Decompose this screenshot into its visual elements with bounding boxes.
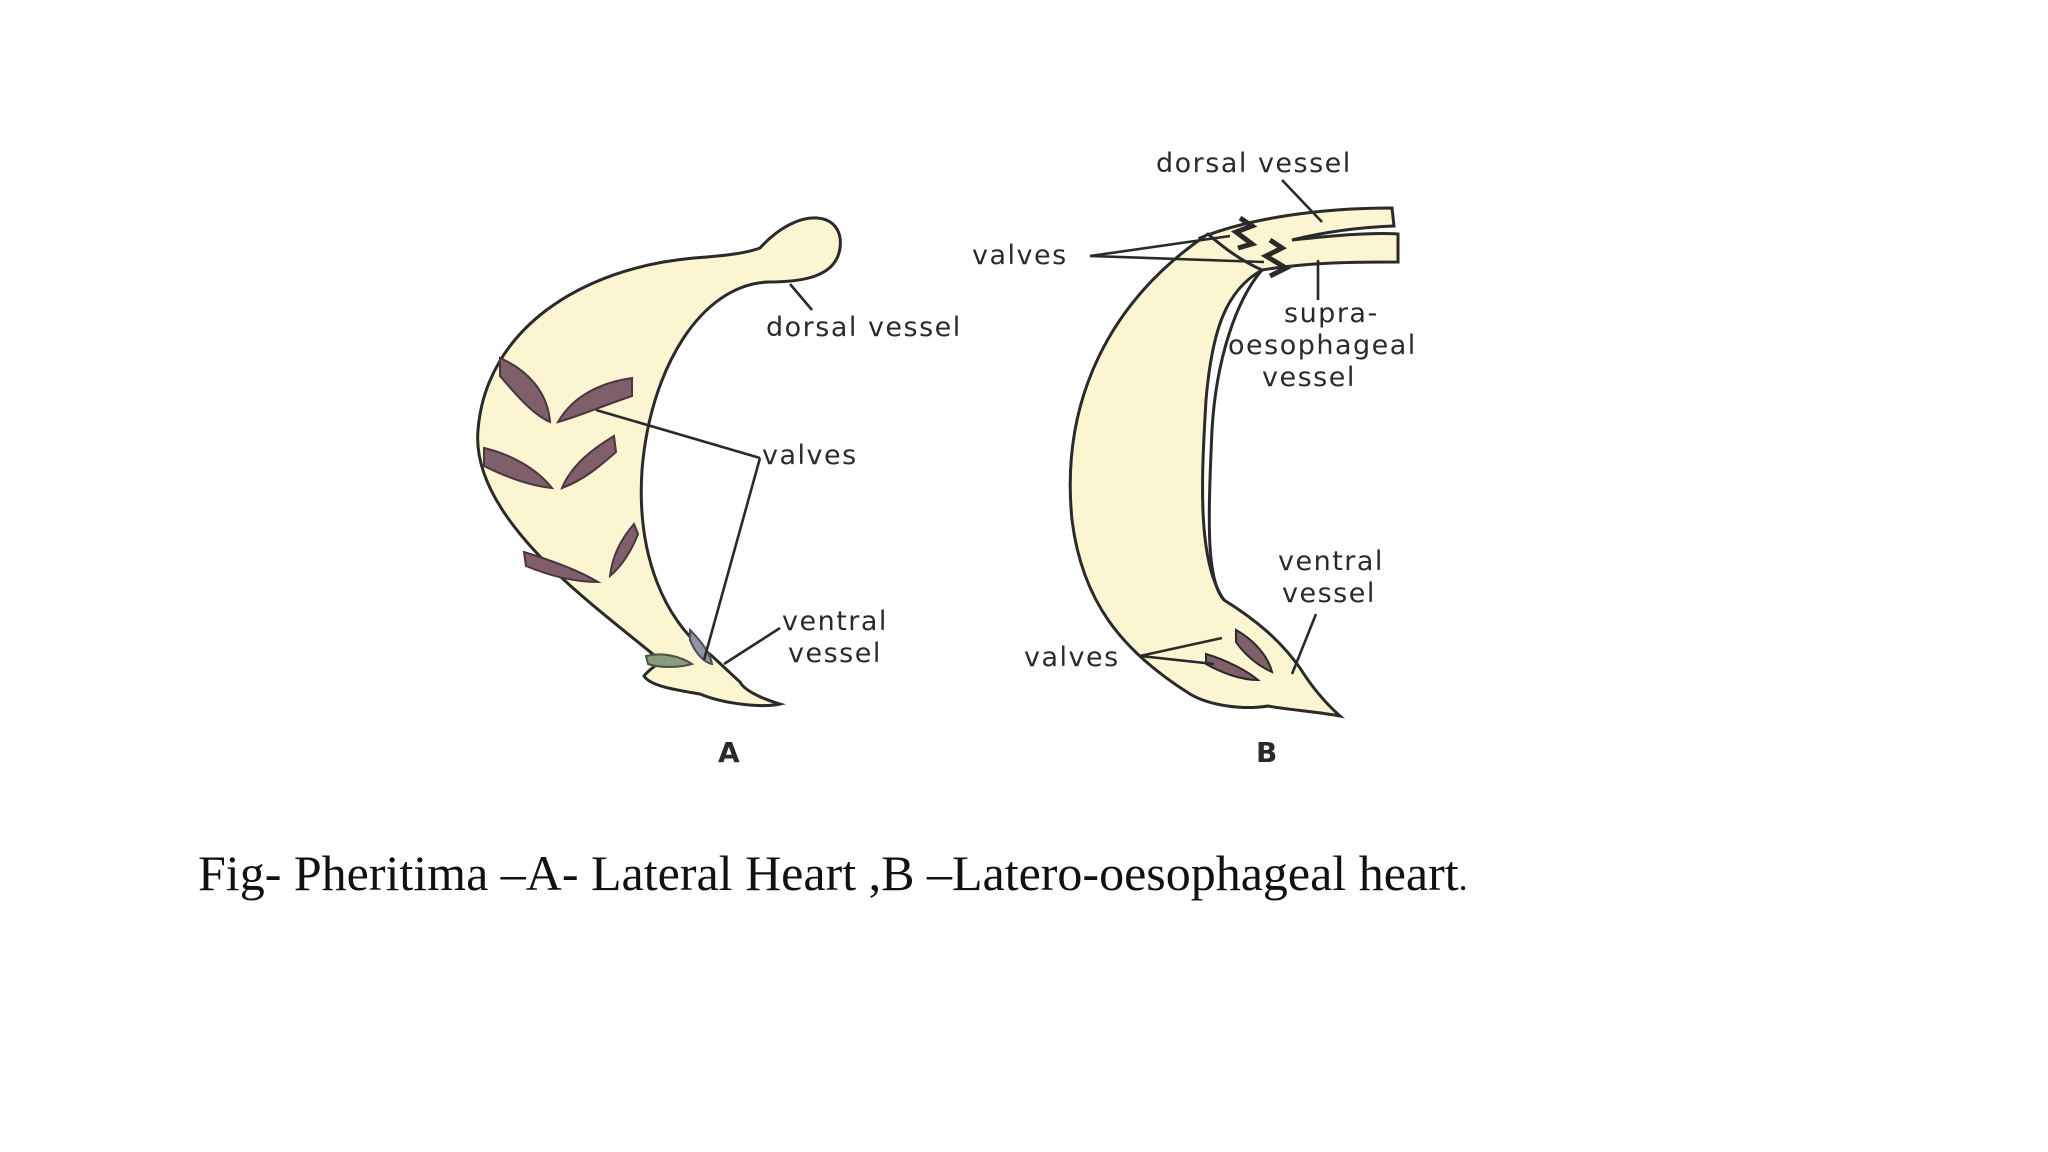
panel-b-top-valve	[1260, 237, 1292, 279]
label-supra: supra-	[1284, 298, 1379, 329]
panel-b-top-valve	[1230, 215, 1258, 251]
leader-line	[1089, 254, 1265, 264]
panel-letter-b: B	[1256, 736, 1277, 769]
leader-line	[595, 408, 761, 460]
leader-line	[1281, 179, 1323, 223]
leader-line	[1139, 654, 1215, 666]
label-supra-vessel: vessel	[1262, 362, 1356, 393]
leader-line	[789, 283, 813, 311]
valve-shape	[1205, 652, 1261, 682]
label-valves: valves	[762, 440, 858, 471]
caption-text: Fig- Pheritima –A- Lateral Heart ,B –Lat…	[198, 845, 1459, 901]
panel-b-heart-tube	[1068, 232, 1346, 719]
leader-line	[1139, 636, 1223, 658]
leader-line	[1089, 234, 1231, 258]
label-vessel: vessel	[1282, 578, 1376, 609]
label-valves-top: valves	[972, 240, 1068, 271]
label-valves-bottom: valves	[1024, 642, 1120, 673]
valve-shape	[555, 376, 633, 424]
label-vessel: vessel	[788, 638, 882, 669]
panel-a-lateral-heart: dorsal vessel valves ventral vessel A	[476, 216, 962, 769]
caption-period: .	[1458, 858, 1468, 898]
panel-a-heart-tube	[476, 216, 842, 707]
figure-caption: Fig- Pheritima –A- Lateral Heart ,B –Lat…	[198, 844, 1468, 902]
label-oesophageal: oesophageal	[1228, 330, 1417, 361]
label-ventral: ventral	[1278, 546, 1384, 577]
valve-shape	[483, 446, 555, 490]
valve-shape	[644, 653, 695, 668]
label-ventral: ventral	[782, 606, 888, 637]
valve-shape	[499, 356, 552, 424]
leader-line	[723, 626, 781, 666]
panel-letter-a: A	[718, 736, 740, 769]
panel-b-inner-edge	[1207, 269, 1264, 602]
label-dorsal-vessel: dorsal vessel	[766, 312, 962, 343]
leader-line	[702, 457, 762, 661]
panel-b-latero-oesophageal-heart: dorsal vessel valves supra- oesophageal …	[972, 148, 1417, 769]
valve-shape	[522, 550, 602, 584]
panel-a-valves	[483, 356, 714, 668]
valve-shape	[608, 522, 640, 579]
valve-shape	[1235, 628, 1274, 674]
label-dorsal-vessel: dorsal vessel	[1156, 148, 1352, 179]
valve-shape	[560, 434, 618, 490]
leader-line	[1290, 613, 1318, 675]
